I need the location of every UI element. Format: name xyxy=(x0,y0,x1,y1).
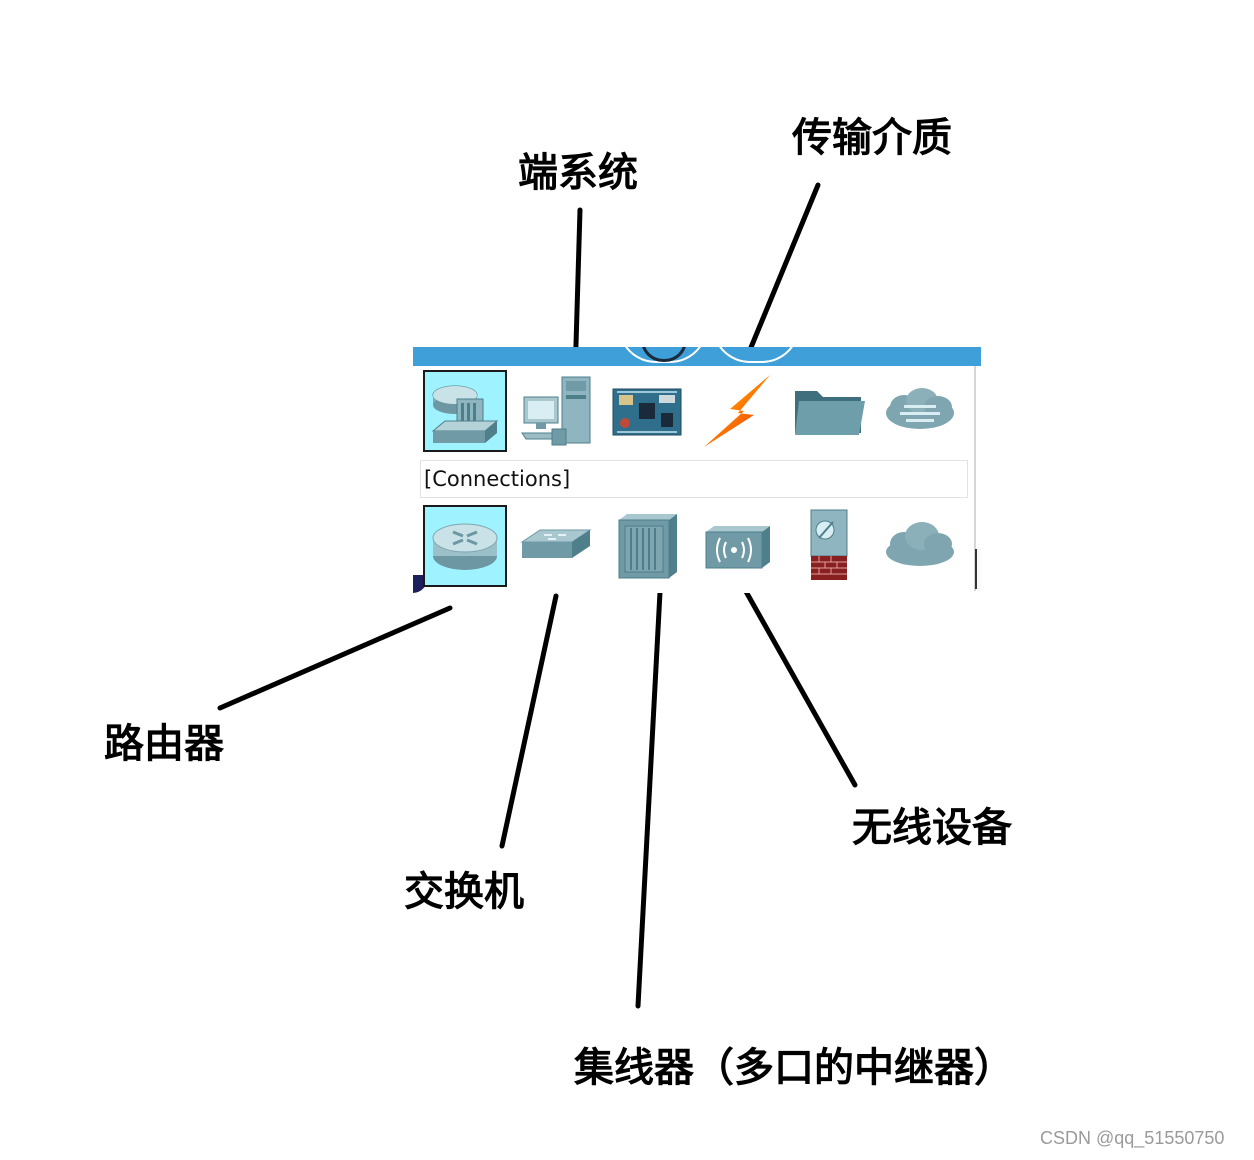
components-button[interactable] xyxy=(605,370,689,452)
device-subtype-row xyxy=(423,505,969,587)
wan-emulation-button[interactable] xyxy=(878,505,962,587)
multiuser-connection-button[interactable] xyxy=(878,370,962,452)
wireless-device-icon xyxy=(705,526,770,569)
router-label: 路由器 xyxy=(104,721,224,767)
end-system-label: 端系统 xyxy=(518,150,638,196)
hubs-button[interactable] xyxy=(605,505,689,587)
connections-label: [Connections] xyxy=(424,467,571,491)
routers-button[interactable] xyxy=(423,505,507,587)
device-subtype-label-bar: [Connections] xyxy=(420,460,968,498)
network-devices-button[interactable] xyxy=(423,370,507,452)
hub-icon xyxy=(618,514,677,579)
csdn-watermark: CSDN @qq_51550750 xyxy=(1040,1128,1225,1148)
panel-scrollbar[interactable] xyxy=(975,549,981,589)
end-devices-button[interactable] xyxy=(514,370,598,452)
end-devices-icon xyxy=(521,376,591,446)
callout-line-router xyxy=(217,605,453,711)
network-devices-icon xyxy=(431,385,499,443)
callout-line-hub xyxy=(635,589,663,1009)
switches-button[interactable] xyxy=(514,505,598,587)
switch-label: 交换机 xyxy=(404,869,524,915)
callout-line-transmission-medium xyxy=(742,182,821,365)
security-button[interactable] xyxy=(787,505,871,587)
switch-icon xyxy=(520,529,592,558)
components-icon xyxy=(612,388,682,436)
panel-scroll-edge xyxy=(974,366,976,591)
connections-icon xyxy=(704,375,770,447)
callout-line-switch xyxy=(499,593,559,849)
wireless-devices-button[interactable] xyxy=(696,505,780,587)
hub-label: 集线器（多口的中继器） xyxy=(574,1045,1014,1091)
wireless-device-label: 无线设备 xyxy=(852,805,1012,851)
misc-folder-icon xyxy=(795,391,865,435)
device-category-row xyxy=(423,370,969,452)
miscellaneous-button[interactable] xyxy=(787,370,871,452)
device-type-panel: [Connections] xyxy=(413,347,981,593)
connections-button[interactable] xyxy=(696,370,780,452)
router-icon xyxy=(432,523,498,570)
panel-top-bar xyxy=(413,347,981,366)
wan-emulation-cloud-icon xyxy=(886,522,954,566)
transmission-medium-label: 传输介质 xyxy=(792,115,952,161)
callout-line-wireless xyxy=(741,585,858,788)
multiuser-cloud-icon xyxy=(886,388,954,429)
security-firewall-icon xyxy=(810,509,848,580)
